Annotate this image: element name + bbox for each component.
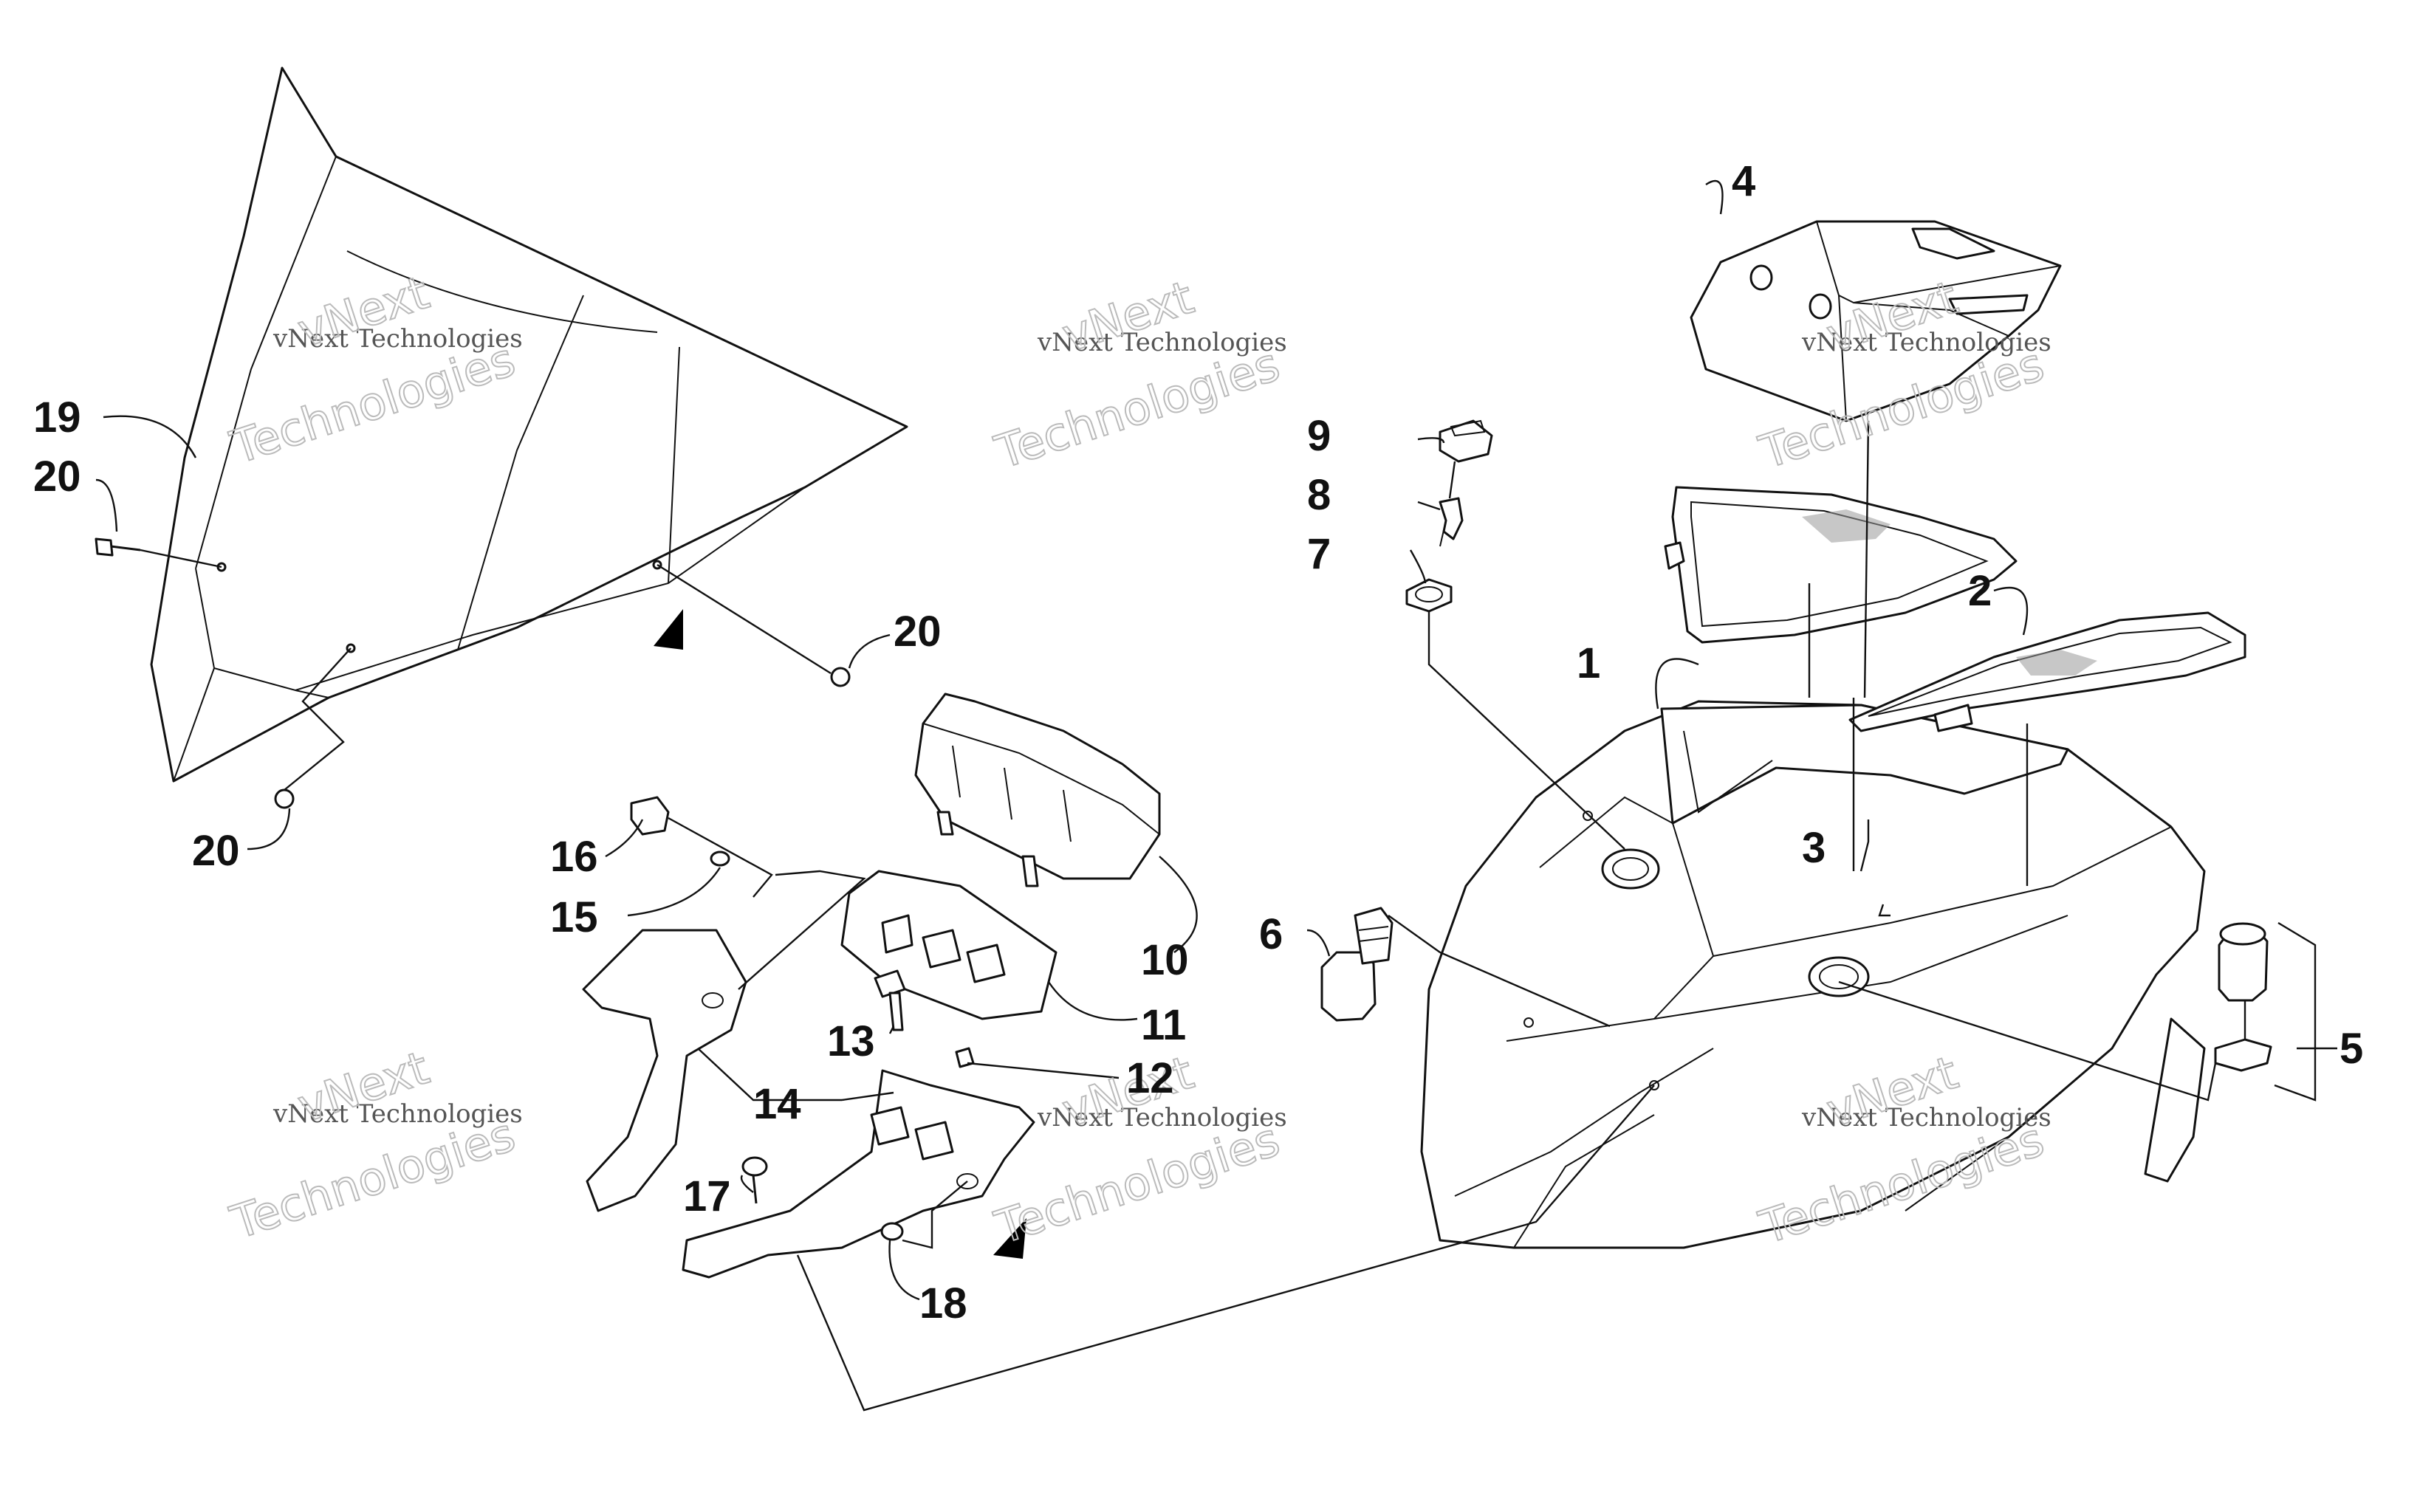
callout-7: 7 [1307,530,1331,578]
ignition-key [1439,497,1464,547]
callout-17: 17 [683,1172,731,1220]
screw-20-bottom [274,788,295,809]
screw-20-right [830,667,851,687]
watermark-text: vNext Technologies [1801,1103,2051,1133]
callout-1: 1 [1577,639,1600,687]
gauge-cover [1690,220,2062,422]
watermark-text: vNext Technologies [1801,328,2051,357]
callout-13: 13 [827,1017,875,1065]
callout-20-right: 20 [894,608,942,656]
accessory-socket [2214,922,2272,1072]
callout-8: 8 [1307,471,1331,519]
callout-12: 12 [1126,1054,1174,1102]
callout-19: 19 [33,394,81,441]
watermark-text: vNext Technologies [272,1099,523,1129]
watermark-text: vNext Technologies [272,324,523,354]
ignition-cap [1439,419,1493,463]
mount-bracket-left [582,929,747,1212]
callout-11: 11 [1141,1001,1186,1049]
screw-18 [880,1222,904,1241]
washer-15 [710,850,730,867]
bracket-11 [840,870,1058,1020]
screw-17 [741,1156,768,1204]
hood-console [1420,700,2206,1249]
callout-16: 16 [550,833,598,881]
callout-20-bottom: 20 [192,827,240,875]
watermark-text: vNext Technologies [1037,328,1287,357]
nut-16 [630,796,670,836]
callout-9: 9 [1307,412,1331,460]
screw-13 [874,969,906,1031]
front-arrow-icon-2 [993,1218,1026,1259]
screw-20-left [95,537,141,557]
mount-bracket-right [682,1069,1035,1279]
callout-5: 5 [2340,1025,2363,1073]
watermark-word: Technologies [989,337,1286,480]
callout-18: 18 [919,1279,967,1327]
lens-frame-lower [1848,611,2246,732]
callout-6: 6 [1259,910,1283,958]
speedometer [914,693,1161,887]
lens-frame-upper [1664,486,2018,644]
watermark-word: Technologies [989,1113,1286,1255]
callout-20-left: 20 [33,453,81,501]
callout-15: 15 [550,893,598,941]
callout-4: 4 [1732,157,1755,205]
ignition-nut [1405,578,1453,613]
callout-10: 10 [1141,936,1189,984]
callout-14: 14 [753,1080,801,1128]
switch-6 [1320,907,1394,1022]
callout-3: 3 [1802,824,1826,872]
callout-2: 2 [1968,567,1992,615]
front-arrow-icon [654,609,683,650]
callout-labels: 1 2 3 4 5 6 7 8 9 10 11 12 13 14 15 16 1… [33,157,2363,1327]
watermark-text: vNext Technologies [1037,1103,1287,1133]
windshield [150,66,908,783]
